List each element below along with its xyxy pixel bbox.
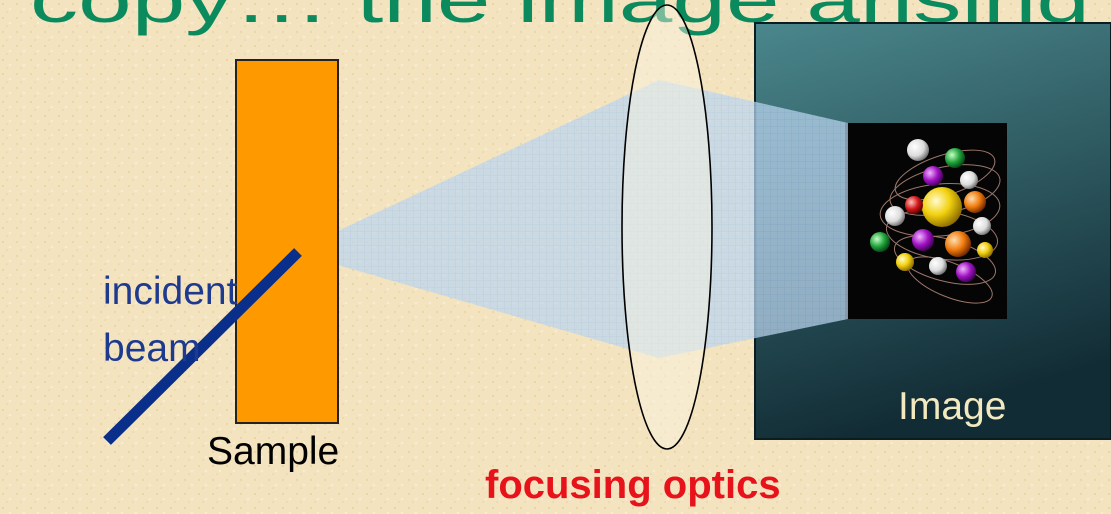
sample-label: Sample: [207, 430, 339, 473]
sample-block: [235, 59, 339, 424]
image-label: Image: [898, 385, 1006, 428]
incident-beam-label-line1: incident: [103, 270, 238, 313]
focusing-optics-label: focusing optics: [485, 463, 781, 507]
focusing-lens: [621, 4, 713, 450]
incident-beam: [103, 248, 302, 445]
incident-beam-label-line2: beam: [103, 327, 201, 370]
image-photo: [845, 123, 1007, 319]
